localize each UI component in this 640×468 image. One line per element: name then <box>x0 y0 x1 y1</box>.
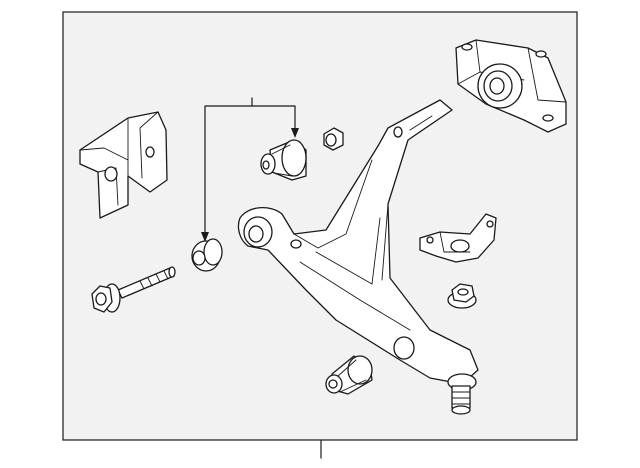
lower-control-arm[interactable] <box>237 99 479 415</box>
rear-bushing[interactable] <box>260 139 307 181</box>
rear-mount-bracket[interactable] <box>455 39 567 133</box>
flange-nut[interactable] <box>447 283 477 309</box>
small-bracket[interactable] <box>419 213 497 263</box>
front-bushing[interactable] <box>325 355 373 395</box>
mounting-bracket[interactable] <box>79 111 168 219</box>
bushing-washer[interactable] <box>191 238 223 272</box>
flange-bolt[interactable] <box>91 266 176 313</box>
small-nut[interactable] <box>323 127 344 151</box>
callout-bracket <box>201 97 299 242</box>
